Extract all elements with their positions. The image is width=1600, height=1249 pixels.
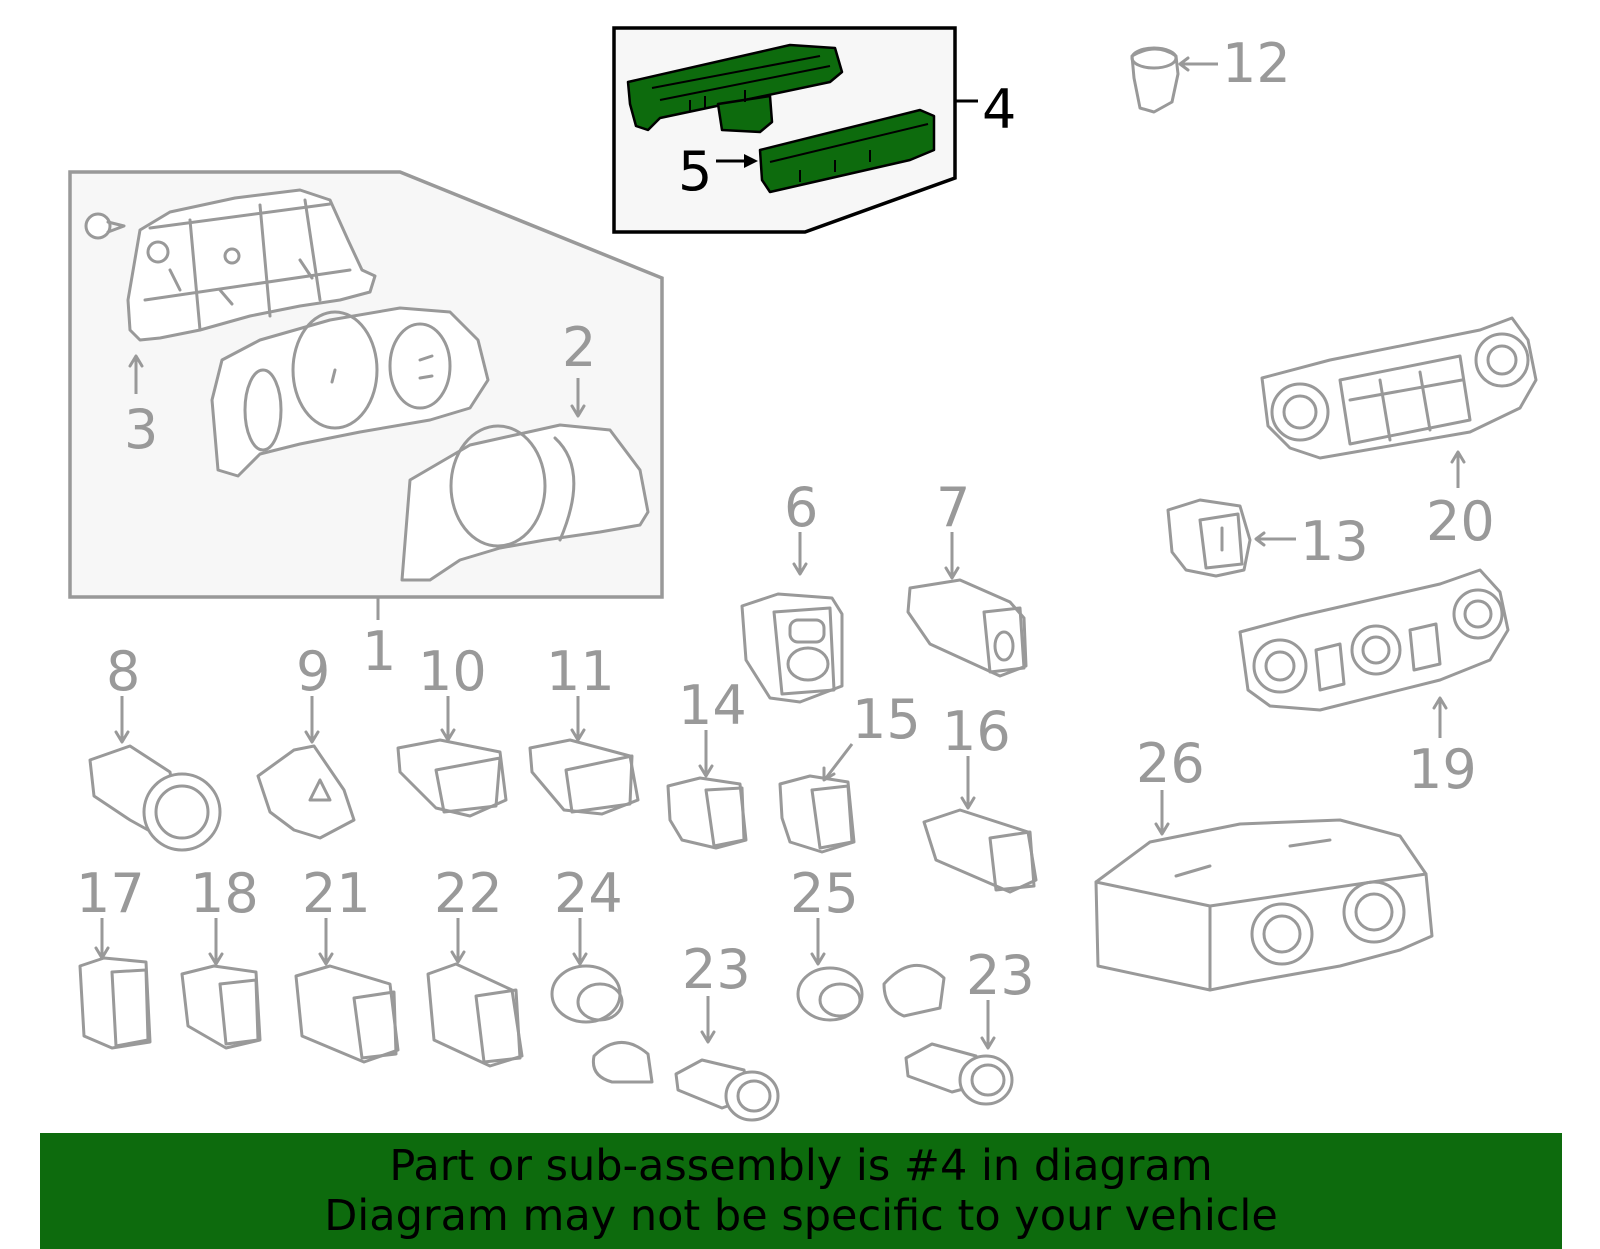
part-20-climate-panel [1260, 316, 1538, 460]
callout-21: 21 [302, 862, 371, 925]
callout-25: 25 [790, 862, 859, 925]
part-4-switch-assembly [626, 43, 844, 134]
callout-18: 18 [190, 862, 259, 925]
part-21-switch [294, 964, 400, 1064]
part-6-switch [740, 592, 844, 704]
part-23-socket-left [674, 1058, 780, 1122]
callout-14: 14 [678, 674, 747, 737]
callout-15: 15 [852, 688, 921, 751]
callout-13: 13 [1300, 510, 1369, 573]
callout-20: 20 [1426, 490, 1495, 553]
leader-lines [94, 354, 1466, 1050]
part-26-climate-module [1094, 818, 1434, 992]
part-8-start-button [88, 744, 222, 852]
part-18-switch [180, 964, 262, 1050]
banner-line-disclaimer: Diagram may not be specific to your vehi… [324, 1191, 1278, 1241]
part-12-clip [1130, 46, 1218, 114]
callout-9: 9 [296, 640, 330, 703]
callout-2: 2 [562, 316, 596, 379]
part-2-cover [400, 423, 650, 582]
leader-5 [716, 154, 758, 168]
part-16-switch [922, 808, 1038, 894]
part-25-socket [796, 963, 946, 1022]
callout-12: 12 [1222, 32, 1291, 95]
callout-1: 1 [362, 620, 396, 683]
banner-line-part: Part or sub-assembly is #4 in diagram [389, 1141, 1213, 1191]
part-13-switch [1166, 498, 1296, 578]
part-22-switch [426, 962, 524, 1068]
callout-11: 11 [546, 640, 615, 703]
callout-24: 24 [554, 862, 623, 925]
callout-17: 17 [76, 862, 145, 925]
info-banner: Part or sub-assembly is #4 in diagram Di… [40, 1133, 1562, 1249]
callout-26: 26 [1136, 732, 1205, 795]
part-9-hazard-switch [256, 744, 356, 840]
part-10-switch [396, 738, 508, 818]
part-23-socket-right [904, 1042, 1014, 1106]
gauge-body [210, 306, 490, 478]
callout-3: 3 [124, 398, 158, 461]
part-7-switch [906, 578, 1028, 678]
callout-19: 19 [1408, 738, 1477, 801]
screw [84, 212, 126, 240]
callout-4[interactable]: 4 [982, 78, 1016, 141]
callout-16: 16 [942, 700, 1011, 763]
part-11-switch [528, 738, 640, 816]
callout-10: 10 [418, 640, 487, 703]
part-5-switch [758, 108, 936, 194]
callout-22: 22 [434, 862, 503, 925]
callout-23a: 23 [682, 938, 751, 1001]
callout-5: 5 [678, 140, 712, 203]
part-15-switch [778, 774, 856, 854]
callout-7: 7 [936, 476, 970, 539]
part-3-rear-housing [126, 188, 377, 342]
part-19-climate-panel [1238, 568, 1510, 712]
callout-6: 6 [784, 476, 818, 539]
part-24-socket [550, 964, 654, 1084]
callout-8: 8 [106, 640, 140, 703]
callout-23b: 23 [966, 944, 1035, 1007]
part-14-switch [666, 776, 748, 850]
part-17-switch [78, 956, 152, 1050]
